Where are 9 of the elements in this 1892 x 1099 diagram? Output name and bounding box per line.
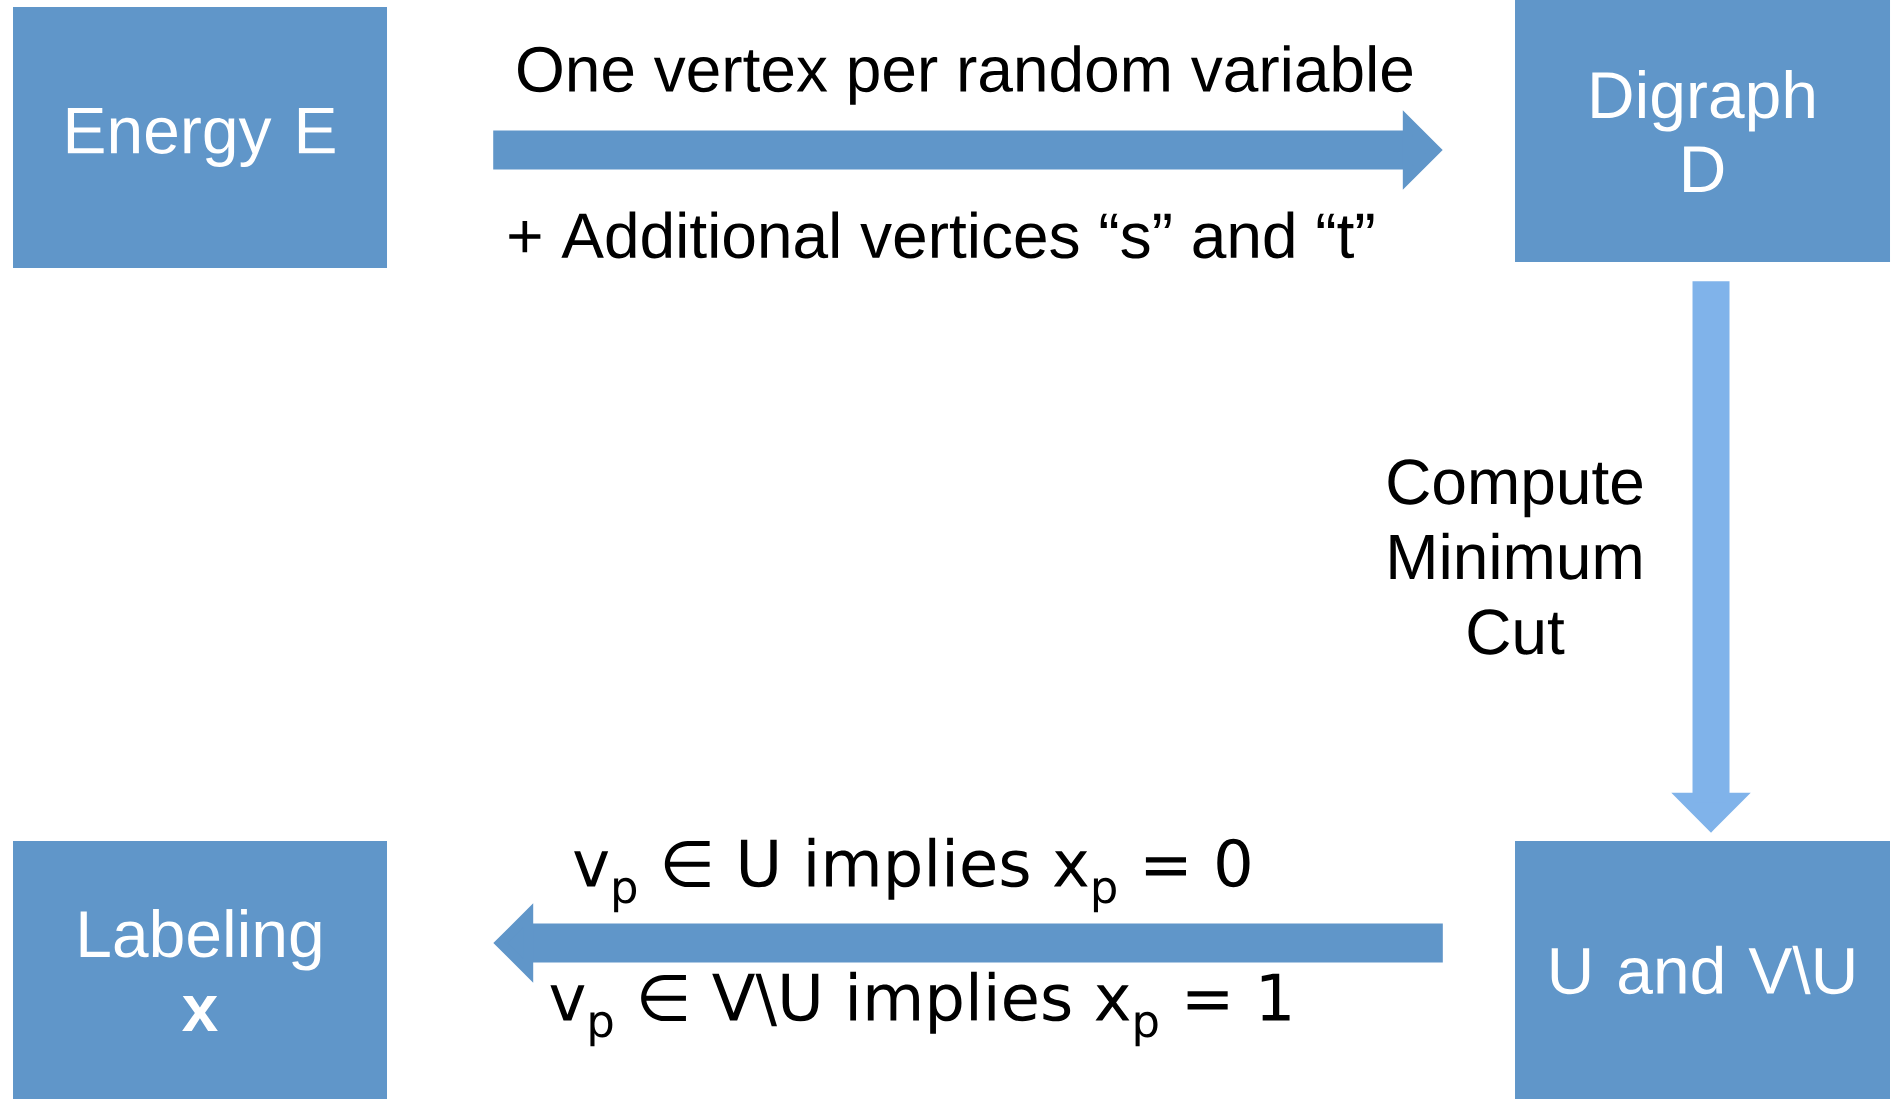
process-box: Labeling x — [13, 841, 387, 1099]
edge-label: One vertex per random variable — [518, 45, 1412, 105]
note-text: + Additional vertices “s” and “t” — [509, 211, 1374, 259]
edge-label: Compute Minimum Cut — [1388, 459, 1642, 655]
note-text: v$_{p}$ ∈ V\U implies x$_{p}$ = 1 — [550, 971, 1290, 1047]
edge-label: v$_{p}$ ∈ U implies x$_{p}$ = 0 — [574, 837, 1250, 913]
process-box: Digraph D — [1515, 0, 1890, 262]
process-box: U and V\U — [1515, 841, 1890, 1099]
process-box: Energy E — [13, 7, 387, 268]
